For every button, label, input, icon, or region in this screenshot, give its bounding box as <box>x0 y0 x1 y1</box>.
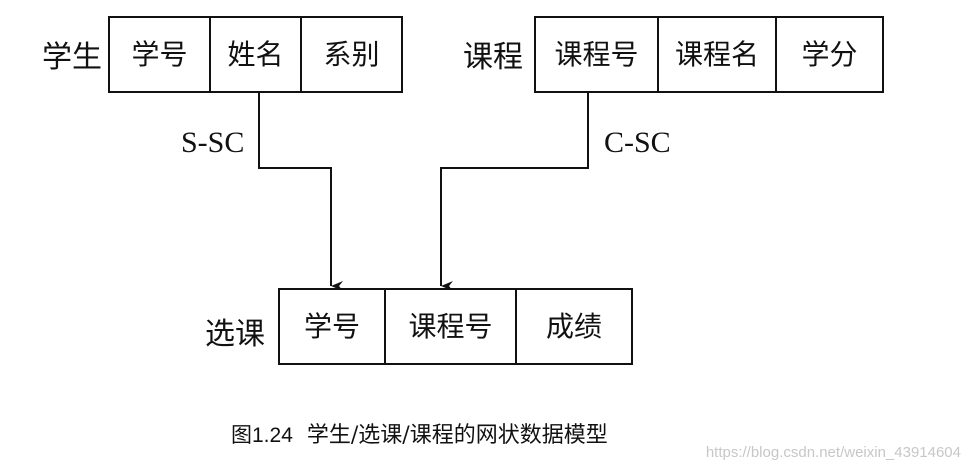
figure-caption: 图1.24 学生/选课/课程的网状数据模型 <box>231 425 608 447</box>
enroll-field-student-id: 学号 <box>280 290 386 363</box>
c-sc-link <box>440 93 589 291</box>
record-enroll: 学号 课程号 成绩 <box>278 288 633 365</box>
course-field-id: 课程号 <box>536 18 659 91</box>
record-student: 学号 姓名 系别 <box>108 16 403 93</box>
link-label-s-sc: S-SC <box>181 126 245 159</box>
record-name-course: 课程 <box>463 40 523 75</box>
link-label-c-sc: C-SC <box>604 126 671 159</box>
enroll-field-grade: 成绩 <box>545 309 602 343</box>
record-name-student: 学生 <box>42 40 102 75</box>
s-sc-link <box>258 93 343 291</box>
figure-title: 学生/选课/课程的网状数据模型 <box>306 423 608 448</box>
student-field-dept: 系别 <box>323 37 380 71</box>
enroll-field-course-id: 课程号 <box>386 290 517 363</box>
watermark: https://blog.csdn.net/weixin_43914604 <box>705 444 961 461</box>
figure-number: 图1.24 <box>231 424 293 447</box>
student-field-id: 学号 <box>110 18 211 91</box>
course-field-name: 课程名 <box>659 18 777 91</box>
student-field-name: 姓名 <box>211 18 302 91</box>
record-course: 课程号 课程名 学分 <box>534 16 884 93</box>
course-field-credit: 学分 <box>801 37 858 71</box>
record-name-enroll: 选课 <box>205 317 265 352</box>
